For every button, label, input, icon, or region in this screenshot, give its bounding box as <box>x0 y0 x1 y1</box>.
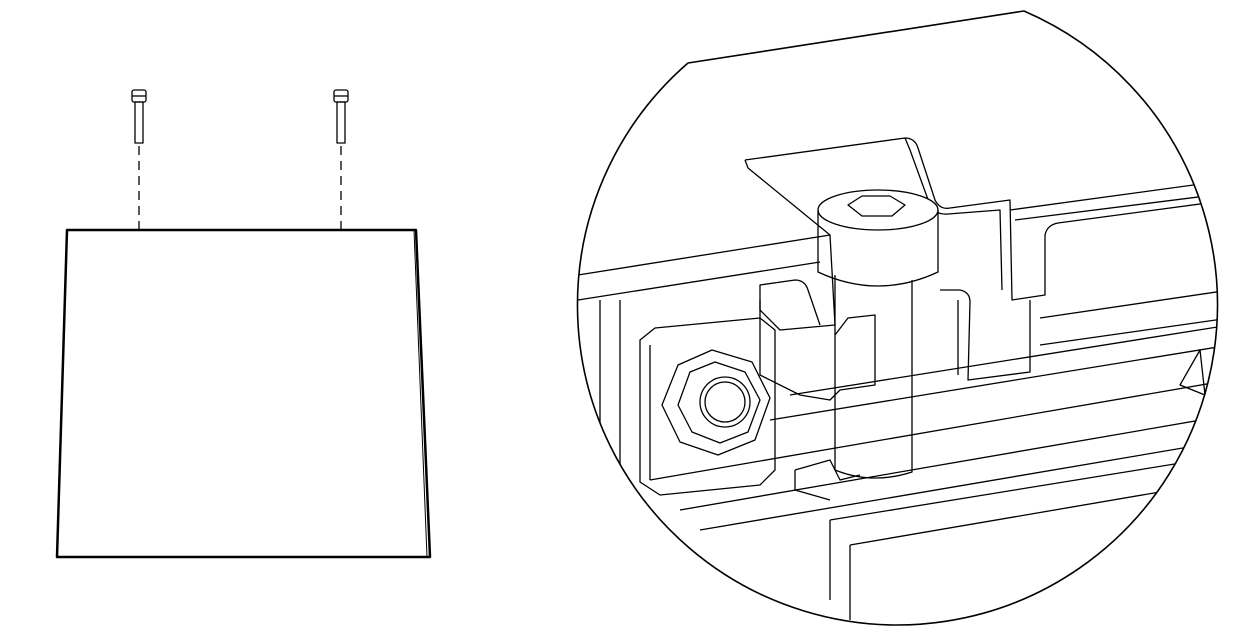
detail-view <box>576 10 1219 626</box>
socket-head-cap-screw <box>817 189 939 479</box>
rail <box>577 179 1218 620</box>
bracket <box>744 137 1218 401</box>
hex-bolt <box>639 317 776 496</box>
left-exploded-view <box>55 89 432 559</box>
cover-panel <box>55 228 432 559</box>
screw-right <box>333 89 349 230</box>
detail-boundary <box>576 10 1219 626</box>
screw-left <box>131 89 147 230</box>
